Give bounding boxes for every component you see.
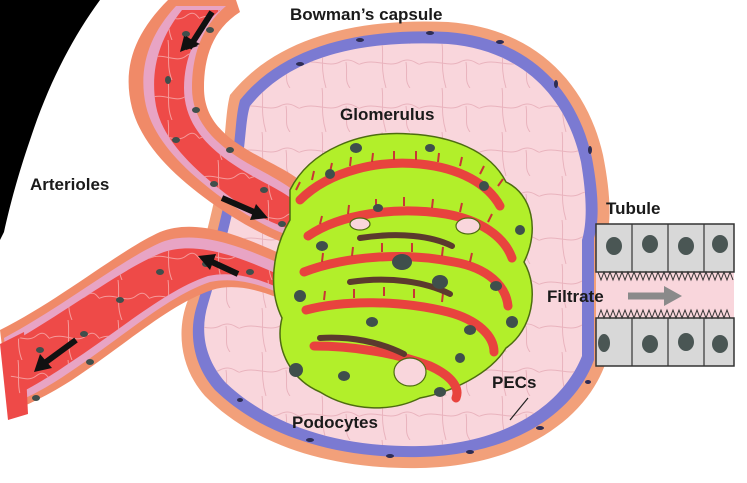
label-podocytes: Podocytes (292, 413, 378, 432)
label-arterioles: Arterioles (30, 175, 110, 194)
glomerulus-tuft (272, 132, 533, 409)
afferent-arteriole (128, 0, 316, 250)
arrow-out-icon (34, 337, 78, 372)
label-tubule: Tubule (606, 199, 661, 218)
label-bowmans-capsule: Bowman’s capsule (290, 5, 443, 24)
arrow-right-icon (220, 195, 268, 220)
arrow-left-icon (198, 254, 240, 277)
tubule (595, 223, 735, 367)
efferent-arteriole (0, 226, 300, 420)
filtrate-arrow-icon (628, 286, 682, 306)
label-glomerulus: Glomerulus (340, 105, 435, 124)
arrow-in-icon (180, 10, 215, 52)
label-pecs: PECs (492, 373, 537, 392)
label-filtrate: Filtrate (547, 287, 604, 306)
flow-arrows (34, 10, 682, 372)
pecs-leader-line (509, 397, 529, 421)
black-corner (0, 0, 100, 240)
